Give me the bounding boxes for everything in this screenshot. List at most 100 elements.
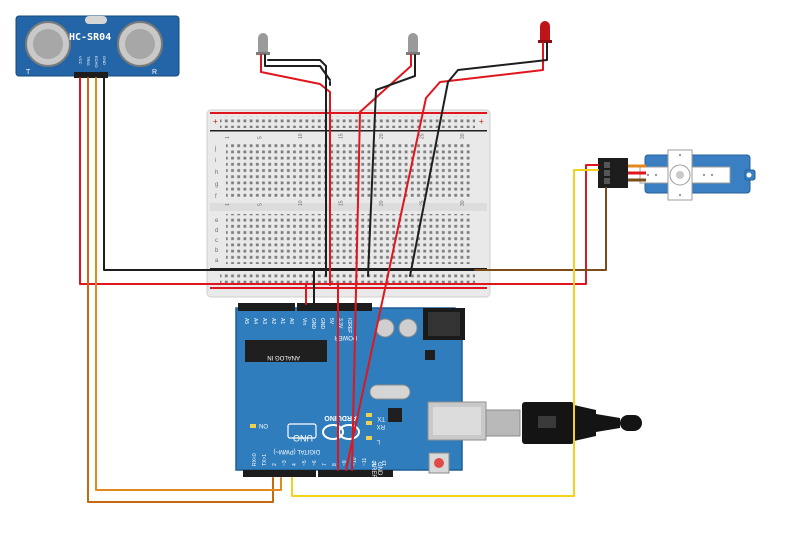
digital-pin-label: 7	[322, 463, 328, 466]
digital-pin-label: 13	[382, 460, 388, 466]
power-label: POWER	[334, 334, 357, 340]
column-number: 30	[460, 200, 466, 206]
column-number: 25	[419, 200, 425, 206]
column-number: 30	[460, 133, 466, 139]
rail-plus-label: +	[213, 117, 218, 126]
wire-servo-power	[474, 164, 599, 285]
column-number: 5	[257, 203, 263, 206]
crystal	[85, 16, 107, 24]
row-letter: e	[215, 218, 219, 224]
gnd-label: GND	[376, 462, 382, 476]
power-pin-label: 3.3V	[337, 318, 343, 329]
wire-sensor-gnd	[103, 77, 476, 271]
digital-pin-label: 8	[332, 463, 338, 466]
tx-led	[366, 413, 372, 417]
sensor-pin-label: ECHO	[94, 56, 99, 68]
digital-pin-label: RX<0	[252, 453, 258, 466]
on-led	[250, 424, 256, 428]
wire-led1-cathode-a	[264, 54, 331, 81]
wire-servo-signal	[291, 169, 599, 497]
arduino-uno-board: ANALOG IN POWER DIGITAL (PWM~) ON TX RX …	[235, 303, 487, 478]
sensor-r-label: R	[152, 69, 157, 76]
led-1	[256, 33, 270, 55]
row-letter: f	[215, 194, 217, 200]
servo-connector	[598, 158, 628, 188]
digital-pin-label: 12	[372, 460, 378, 466]
analog-pin-label: A5	[243, 318, 249, 324]
wire-led2-cathode	[367, 54, 416, 277]
row-letter: g	[215, 182, 218, 188]
column-number: 1	[225, 136, 231, 139]
rail-plus-label: +	[479, 117, 484, 126]
crystal-oscillator	[369, 384, 411, 400]
usb-cable	[485, 402, 642, 444]
arduino-brand-label: ARDUINO	[324, 414, 357, 421]
digital-pin-label: ~11	[362, 458, 368, 466]
wire-led1-cathode	[267, 59, 327, 277]
power-pin-label: IOREF	[346, 318, 352, 333]
center-channel	[210, 203, 487, 211]
usb-chip	[388, 408, 402, 422]
breadboard: + + j i h g f e d c b a 1155101015152020…	[206, 109, 491, 298]
row-letter: b	[215, 248, 219, 254]
l-led	[366, 436, 372, 440]
capacitor	[398, 318, 418, 338]
aref-label: AREF	[370, 462, 376, 478]
servo-motor	[598, 149, 756, 201]
sensor-pin-label: VCC	[78, 56, 83, 65]
wire-sensor-echo	[95, 77, 282, 491]
column-number: 1	[225, 203, 231, 206]
tx-label: TX	[377, 415, 385, 421]
digital-pin-label: TX>1	[262, 454, 268, 466]
row-letter: i	[215, 158, 216, 164]
digital-pin-label: ~6	[312, 460, 318, 466]
top-power-rail	[220, 116, 475, 128]
column-number: 5	[257, 136, 263, 139]
digital-pin-label: ~3	[282, 460, 288, 466]
bottom-power-rail	[220, 272, 475, 284]
column-number: 20	[379, 200, 385, 206]
wire-led1-anode	[260, 54, 331, 286]
column-number: 25	[419, 133, 425, 139]
power-pin-label: Vin	[301, 318, 307, 325]
wires	[79, 42, 607, 503]
row-letter: d	[215, 228, 218, 234]
column-number: 15	[338, 133, 344, 139]
digital-header-low	[243, 470, 316, 477]
power-pin-label: GND	[310, 318, 316, 330]
row-letter: h	[215, 170, 218, 176]
column-number: 15	[338, 200, 344, 206]
analog-pin-label: A2	[270, 318, 276, 324]
column-number: 10	[298, 200, 304, 206]
row-letter: j	[214, 146, 216, 152]
row-letter: c	[215, 238, 218, 244]
wire-led3-cathode	[409, 42, 548, 277]
analog-in-label: ANALOG IN	[267, 354, 300, 360]
digital-pin-label: ~10	[352, 457, 358, 466]
power-header	[297, 303, 372, 311]
sensor-pin-header	[74, 72, 108, 78]
sensor-t-label: T	[26, 69, 31, 76]
wire-sensor-vcc	[79, 77, 476, 285]
wire-servo-gnd	[474, 187, 607, 271]
regulator	[425, 350, 435, 360]
analog-pin-label: A4	[252, 318, 258, 324]
digital-pin-label: ~5	[302, 460, 308, 466]
rx-label: RX	[377, 423, 385, 429]
analog-pin-label: A1	[279, 318, 285, 324]
power-pin-label: 5V	[328, 318, 334, 325]
terminal-strip-bottom	[226, 214, 472, 264]
digital-pin-label: 2	[272, 463, 278, 466]
column-number: 20	[379, 133, 385, 139]
uno-label: UNO	[293, 433, 313, 443]
wire-led2-anode	[351, 54, 412, 471]
rx-led	[366, 421, 372, 425]
analog-pin-label: A0	[288, 318, 294, 324]
digital-pin-label: ~9	[342, 460, 348, 466]
power-pin-label: GND	[319, 318, 325, 330]
digital-label: DIGITAL (PWM~)	[273, 448, 320, 454]
microcontroller-chip	[245, 340, 327, 362]
sensor-pin-label: GND	[102, 56, 107, 65]
